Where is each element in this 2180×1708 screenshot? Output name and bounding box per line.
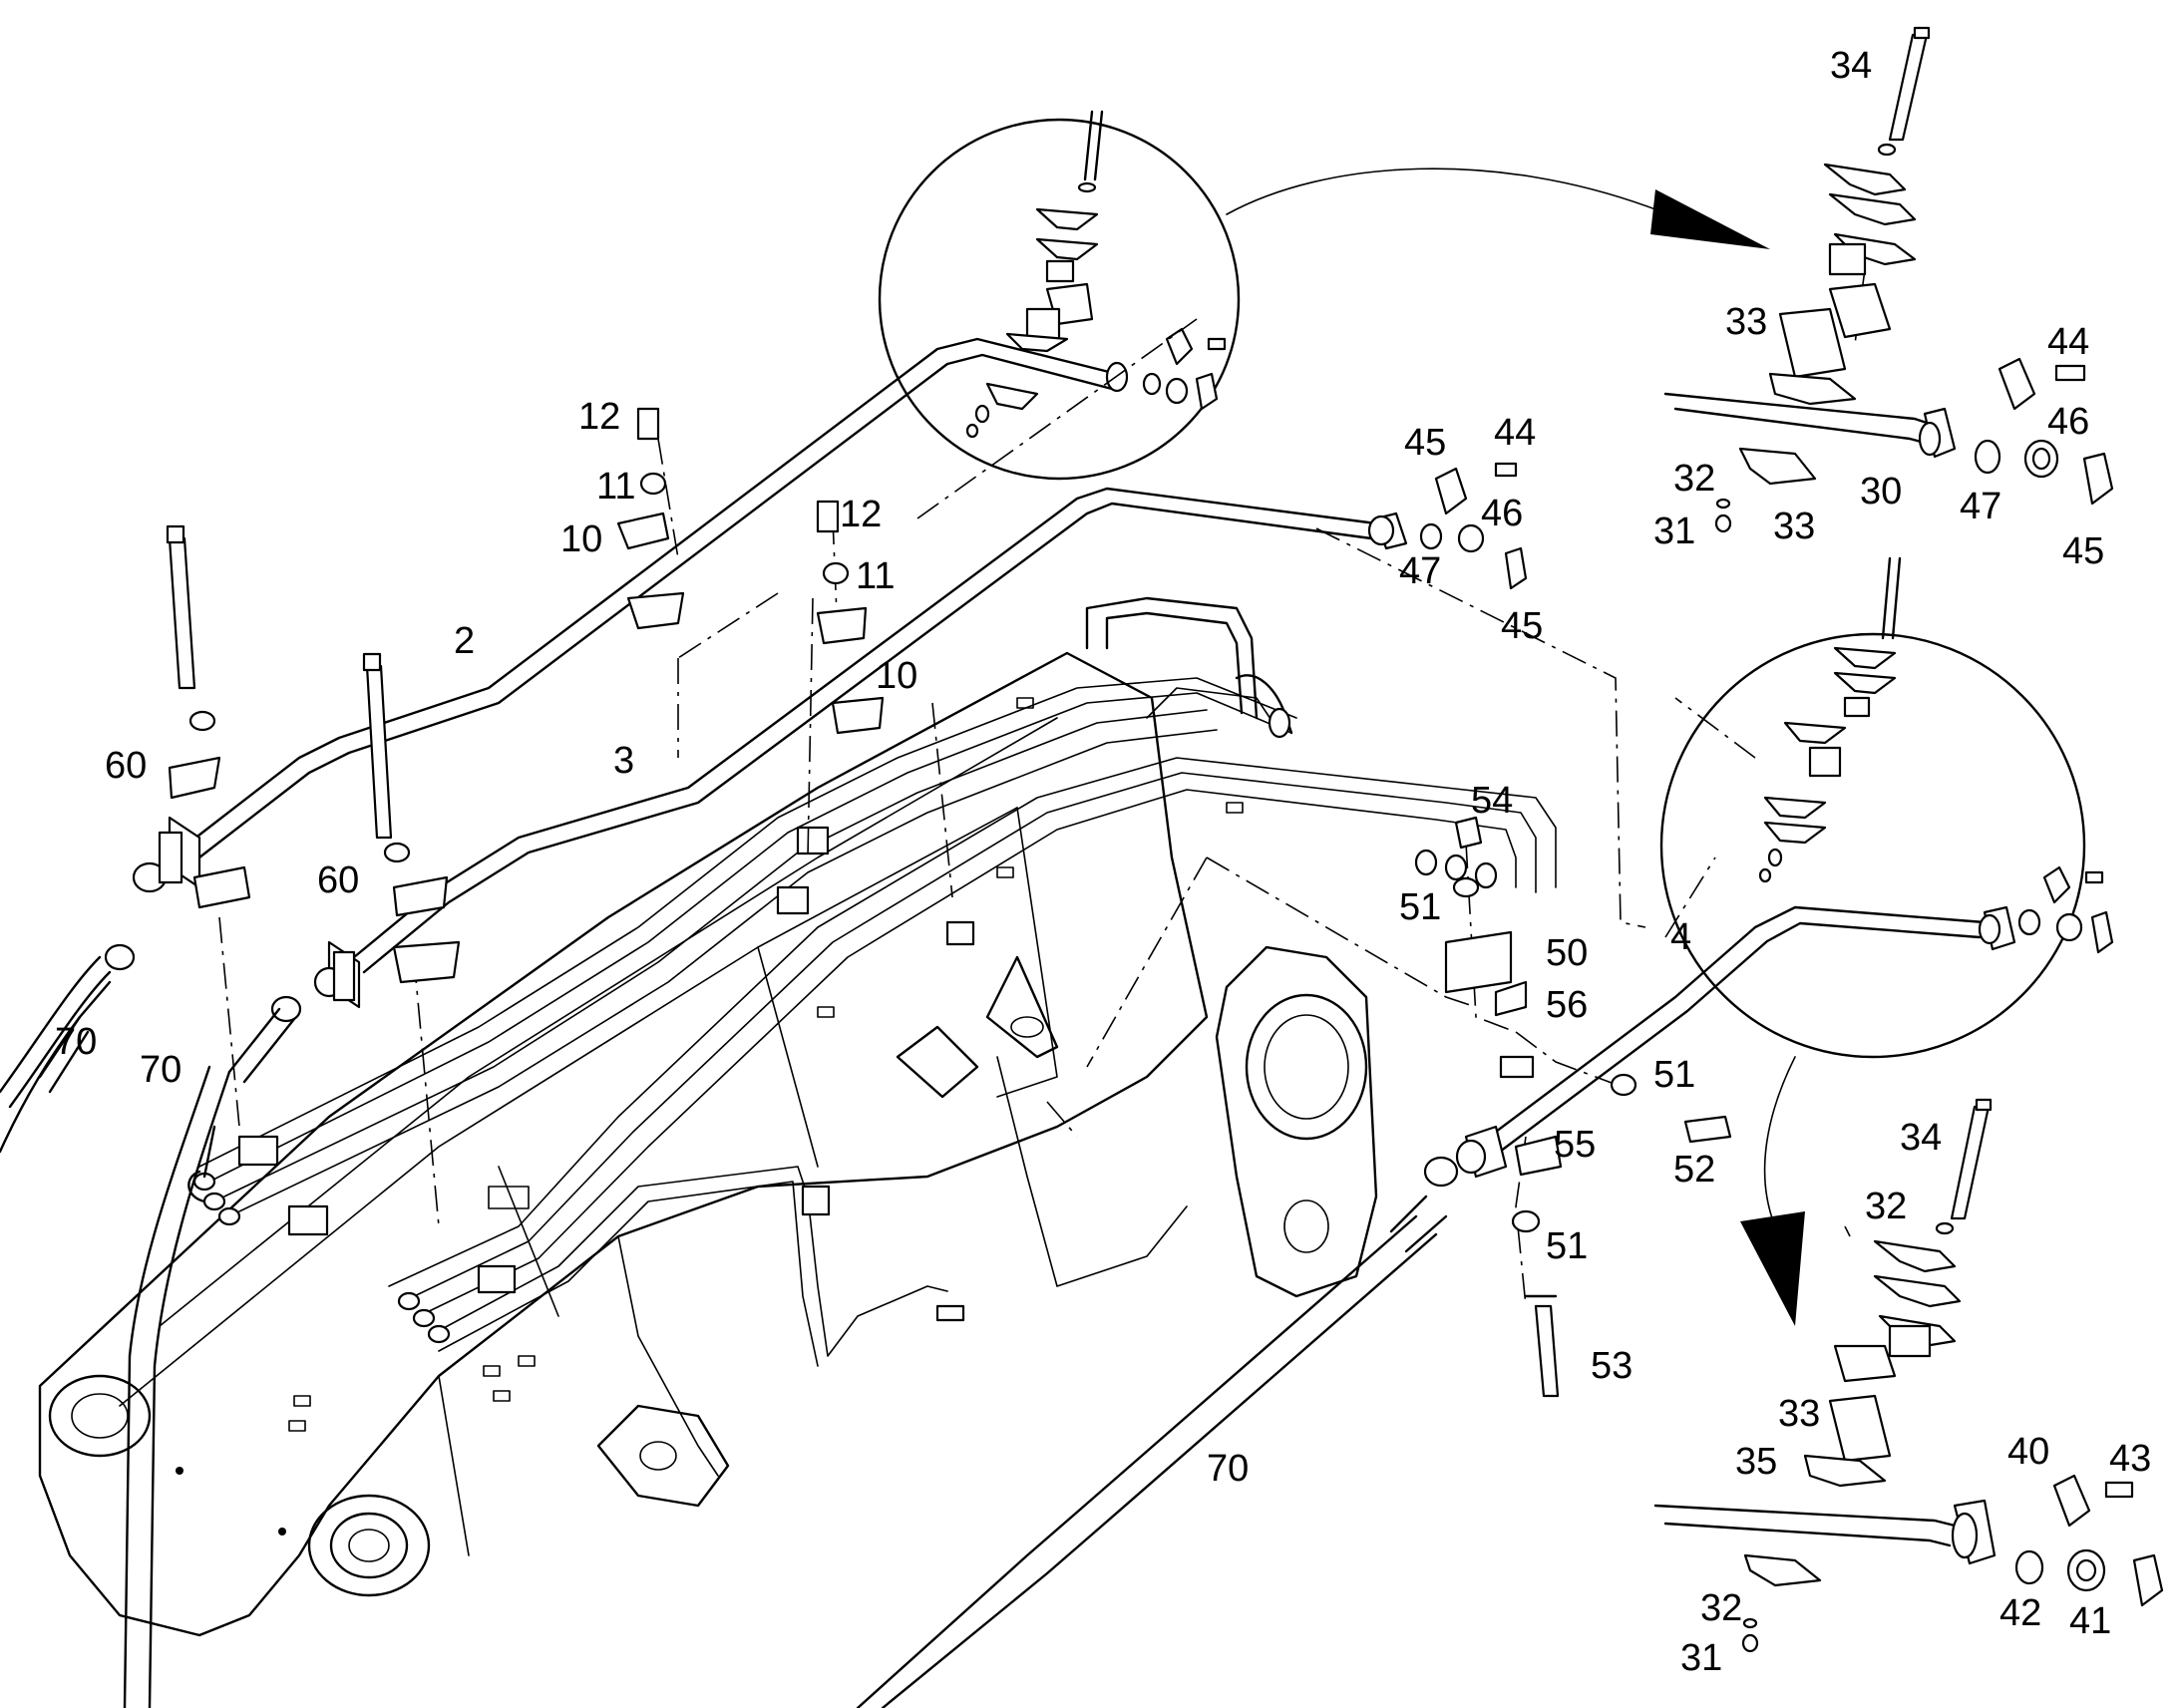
callout-42: 42: [1999, 1592, 2041, 1634]
boom-pipe-bundle: [187, 674, 1557, 1367]
callout-46-mid: 46: [1481, 493, 1523, 534]
callout-4: 4: [1670, 916, 1691, 958]
callout-35: 35: [1735, 1441, 1777, 1483]
callout-10-right: 10: [876, 655, 917, 697]
callout-51-left: 51: [1399, 886, 1441, 928]
hardware-main-view: [166, 407, 1732, 1398]
detail-arrows: [1226, 168, 1805, 1326]
callout-44-mid: 44: [1494, 412, 1536, 454]
boom-structure: [38, 596, 1378, 1637]
callout-50: 50: [1546, 932, 1588, 974]
callout-51-lower: 51: [1546, 1225, 1588, 1267]
callout-3: 3: [613, 740, 634, 782]
callout-47-top: 47: [1960, 486, 2001, 527]
detail-circle-bottom: [1659, 556, 2114, 1059]
callout-10-left: 10: [560, 518, 602, 560]
callout-2: 2: [454, 620, 475, 662]
callout-55: 55: [1554, 1124, 1596, 1166]
callout-32-bottom: 32: [1865, 1186, 1907, 1227]
callout-56: 56: [1546, 984, 1588, 1026]
callout-45-top: 45: [2062, 530, 2104, 572]
callout-51-right: 51: [1653, 1054, 1695, 1096]
callout-30: 30: [1860, 471, 1902, 512]
callout-33-top: 33: [1725, 301, 1767, 343]
detail-bottom-right: [1653, 1098, 2164, 1653]
callout-52: 52: [1673, 1149, 1715, 1191]
callout-34-bottom: 34: [1900, 1117, 1942, 1159]
callout-45-mid: 45: [1404, 422, 1446, 464]
callout-31-top: 31: [1653, 511, 1695, 552]
callout-labels: 34 33 44 46 32 30 47 31 33 45 45 44 46 4…: [55, 45, 2151, 1679]
callout-33-bottom: 33: [1778, 1393, 1820, 1435]
callout-41: 41: [2069, 1600, 2111, 1642]
callout-34-top: 34: [1830, 45, 1872, 87]
callout-54: 54: [1471, 780, 1513, 822]
callout-53: 53: [1591, 1345, 1633, 1387]
detail-top-right: [1663, 26, 2114, 533]
hoses: [0, 943, 1459, 1708]
callout-45-mid-b: 45: [1501, 605, 1543, 647]
callout-32-top: 32: [1673, 458, 1715, 500]
callout-12-left: 12: [578, 396, 620, 438]
callout-11-right: 11: [856, 555, 895, 597]
callout-44-top: 44: [2047, 321, 2089, 363]
callout-12-right: 12: [840, 494, 882, 535]
callout-70-left: 70: [55, 1021, 97, 1063]
detail-circle-top: [878, 110, 1241, 481]
callout-60-left: 60: [105, 745, 147, 787]
assembly-center-lines: [218, 268, 1866, 1307]
callout-70-bottom: 70: [1207, 1448, 1249, 1490]
callout-31-bottom: 31: [1680, 1637, 1722, 1679]
callout-70-mid: 70: [140, 1049, 182, 1091]
callout-60-mid: 60: [317, 859, 359, 901]
callout-32-lower: 32: [1700, 1587, 1742, 1629]
callout-40: 40: [2007, 1431, 2049, 1473]
callout-33-top-b: 33: [1773, 506, 1815, 547]
callout-43: 43: [2109, 1438, 2151, 1480]
callout-46-top: 46: [2047, 401, 2089, 443]
pipe-4: [1455, 905, 2016, 1179]
callout-11-left: 11: [596, 466, 635, 508]
pipe-2-and-3: [132, 337, 1408, 1009]
callout-47-mid: 47: [1399, 550, 1441, 592]
